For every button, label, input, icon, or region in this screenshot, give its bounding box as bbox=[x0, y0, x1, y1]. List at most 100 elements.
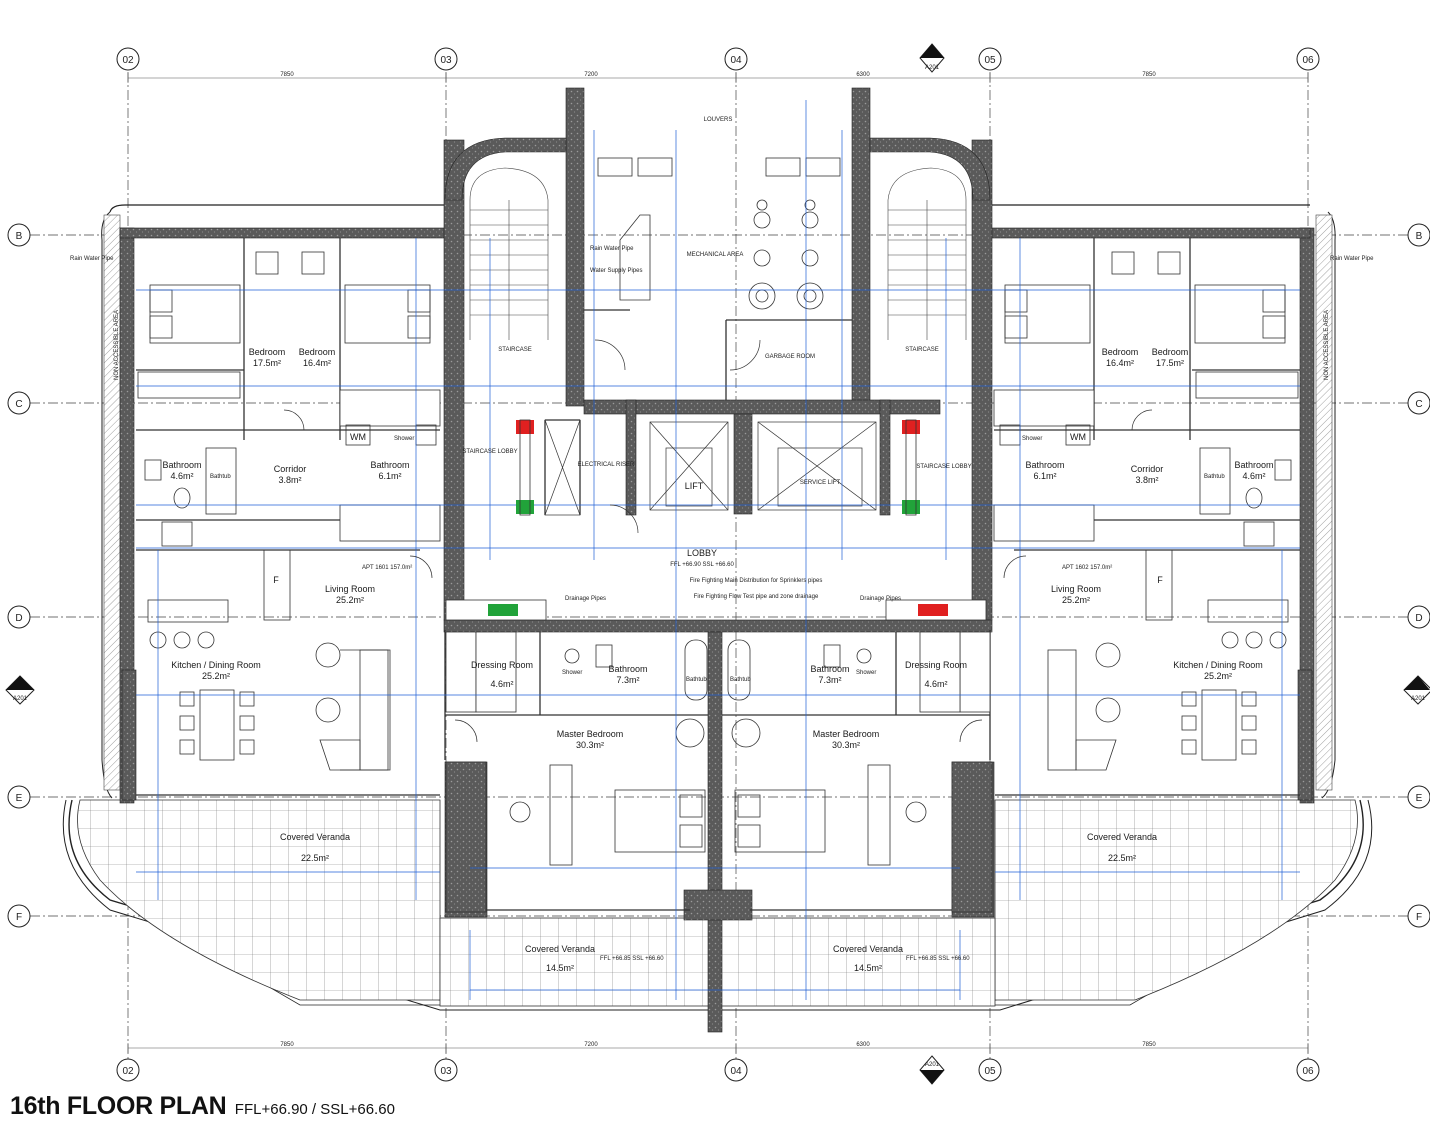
core-labels: LOUVERS MECHANICAL AREA GARBAGE ROOM STA… bbox=[70, 117, 1374, 962]
room-name: Bedroom bbox=[249, 347, 286, 357]
room-name: Bedroom bbox=[1152, 347, 1189, 357]
mechanical-label: MECHANICAL AREA bbox=[687, 252, 744, 258]
room-name: Covered Veranda bbox=[833, 944, 903, 954]
rain-water-left: Rain Water Pipe bbox=[70, 256, 114, 262]
section-marker-bottom: A201 bbox=[919, 1055, 945, 1085]
room-area: 25.2m² bbox=[1062, 595, 1090, 605]
service-lift-label: SERVICE LIFT bbox=[800, 480, 841, 486]
grid-col-label: 03 bbox=[440, 1066, 452, 1077]
grid-col-label: 02 bbox=[122, 55, 134, 66]
apt-right-label: APT 1602 157.0m² bbox=[1062, 565, 1112, 571]
dim-top-1: 7850 bbox=[280, 72, 294, 78]
furniture-right bbox=[999, 251, 1292, 771]
drainage-label-left: Drainage Pipes bbox=[565, 596, 606, 602]
room-area: 6.1m² bbox=[378, 471, 401, 481]
fire-flow-label: Fire Fighting Flow Test pipe and zone dr… bbox=[694, 594, 819, 600]
grid-col-label: 04 bbox=[730, 55, 742, 66]
fridge-right-label: F bbox=[1157, 575, 1163, 585]
staircase-right bbox=[887, 167, 967, 340]
fire-equipment-markers bbox=[488, 419, 948, 616]
rain-water-right: Rain Water Pipe bbox=[1330, 256, 1374, 262]
veranda-tiles-left bbox=[77, 799, 441, 1001]
apt-left-label: APT 1601 157.0m² bbox=[362, 565, 412, 571]
room-name: Living Room bbox=[325, 584, 375, 594]
dim-bottom-3: 6300 bbox=[856, 1042, 870, 1048]
staircase-left-label: STAIRCASE bbox=[498, 347, 532, 353]
room-name: Covered Veranda bbox=[525, 944, 595, 954]
room-area: 3.8m² bbox=[278, 475, 301, 485]
veranda-level-right: FFL +66.85 SSL +66.60 bbox=[906, 956, 970, 962]
grid-col-label: 04 bbox=[730, 1066, 742, 1077]
mechanical-equipment bbox=[597, 157, 841, 310]
grid-row-label: B bbox=[1416, 231, 1423, 242]
lobby-level-label: FFL +66.90 SSL +66.60 bbox=[670, 562, 734, 568]
lobby-label: LOBBY bbox=[687, 548, 717, 558]
room-name: Master Bedroom bbox=[813, 729, 880, 739]
room-area: 17.5m² bbox=[1156, 358, 1184, 368]
room-name: Bedroom bbox=[1102, 347, 1139, 357]
grid-col-label: 02 bbox=[122, 1066, 134, 1077]
grid-col-label: 03 bbox=[440, 55, 452, 66]
interior-partitions bbox=[136, 238, 1300, 911]
grid-row-label: E bbox=[16, 793, 23, 804]
room-area: 25.2m² bbox=[202, 671, 230, 681]
grid-row-label: D bbox=[15, 613, 22, 624]
room-area: 4.6m² bbox=[170, 471, 193, 481]
room-name: Dressing Room bbox=[905, 660, 967, 670]
room-name: Bathroom bbox=[1025, 460, 1064, 470]
grid-bubble-labels: 02 03 04 05 06 02 03 04 05 06 B C D E F … bbox=[15, 55, 1422, 1077]
grid-col-label: 06 bbox=[1302, 1066, 1314, 1077]
room-name: Bathroom bbox=[370, 460, 409, 470]
room-name: Master Bedroom bbox=[557, 729, 624, 739]
room-area: 25.2m² bbox=[1204, 671, 1232, 681]
grid-row-label: E bbox=[1416, 793, 1423, 804]
room-name: Covered Veranda bbox=[1087, 832, 1157, 842]
section-ref: A201 bbox=[1411, 696, 1426, 702]
grid-row-label: D bbox=[1415, 613, 1422, 624]
dim-bottom-4: 7850 bbox=[1142, 1042, 1156, 1048]
dimension-lines bbox=[127, 73, 1309, 1053]
drainage-label: Drainage Pipes bbox=[860, 596, 901, 602]
veranda-tiles-right bbox=[994, 799, 1358, 1001]
grid-row-label: F bbox=[1416, 912, 1422, 923]
section-ref: A201 bbox=[13, 696, 28, 702]
non-accessible-left bbox=[103, 214, 121, 791]
room-name: Corridor bbox=[274, 464, 307, 474]
room-area: 7.3m² bbox=[616, 675, 639, 685]
room-name: Living Room bbox=[1051, 584, 1101, 594]
room-name: Bathroom bbox=[1234, 460, 1273, 470]
wm-left-label: WM bbox=[350, 432, 366, 442]
drawing-title: 16th FLOOR PLAN FFL+66.90 / SSL+66.60 bbox=[10, 1092, 395, 1121]
room-area: 4.6m² bbox=[1242, 471, 1265, 481]
shower-left-label: Shower bbox=[394, 436, 414, 442]
veranda-level-left: FFL +66.85 SSL +66.60 bbox=[600, 956, 664, 962]
section-marker-top: A201 bbox=[919, 43, 945, 73]
fridge-left-label: F bbox=[273, 575, 279, 585]
master-furniture bbox=[445, 639, 993, 913]
non-accessible-right bbox=[1315, 214, 1333, 791]
dimension-text: 7850 7200 6300 7850 7850 7200 6300 7850 bbox=[280, 72, 1156, 1048]
dim-top-2: 7200 bbox=[584, 72, 598, 78]
room-area: 22.5m² bbox=[301, 853, 329, 863]
electrical-riser-label: ELECTRICAL RISER bbox=[578, 462, 635, 468]
water-supply-label: Water Supply Pipes bbox=[590, 268, 642, 274]
room-name: Bathroom bbox=[162, 460, 201, 470]
lift-label: LIFT bbox=[685, 481, 704, 491]
title-sub: FFL+66.90 / SSL+66.60 bbox=[234, 1101, 395, 1118]
room-labels-right: Bedroom 16.4m² Bedroom 17.5m² Bathroom 6… bbox=[810, 347, 1273, 973]
grid-row-label: C bbox=[15, 399, 22, 410]
section-marker-right: A201 bbox=[1403, 675, 1430, 705]
blue-dimension-lines bbox=[136, 100, 1300, 1000]
lift-shafts bbox=[544, 419, 877, 516]
grid-row-label: F bbox=[16, 912, 22, 923]
room-area: 25.2m² bbox=[336, 595, 364, 605]
room-area: 17.5m² bbox=[253, 358, 281, 368]
room-area: 14.5m² bbox=[854, 963, 882, 973]
staircase-right-label: STAIRCASE bbox=[905, 347, 939, 353]
staircase-left bbox=[469, 167, 549, 340]
dim-bottom-2: 7200 bbox=[584, 1042, 598, 1048]
dim-top-3: 6300 bbox=[856, 72, 870, 78]
dim-bottom-1: 7850 bbox=[280, 1042, 294, 1048]
shower-master-right-label: Shower bbox=[856, 670, 876, 676]
non-accessible-left-label: NON ACCESSIBLE AREA bbox=[114, 310, 120, 380]
